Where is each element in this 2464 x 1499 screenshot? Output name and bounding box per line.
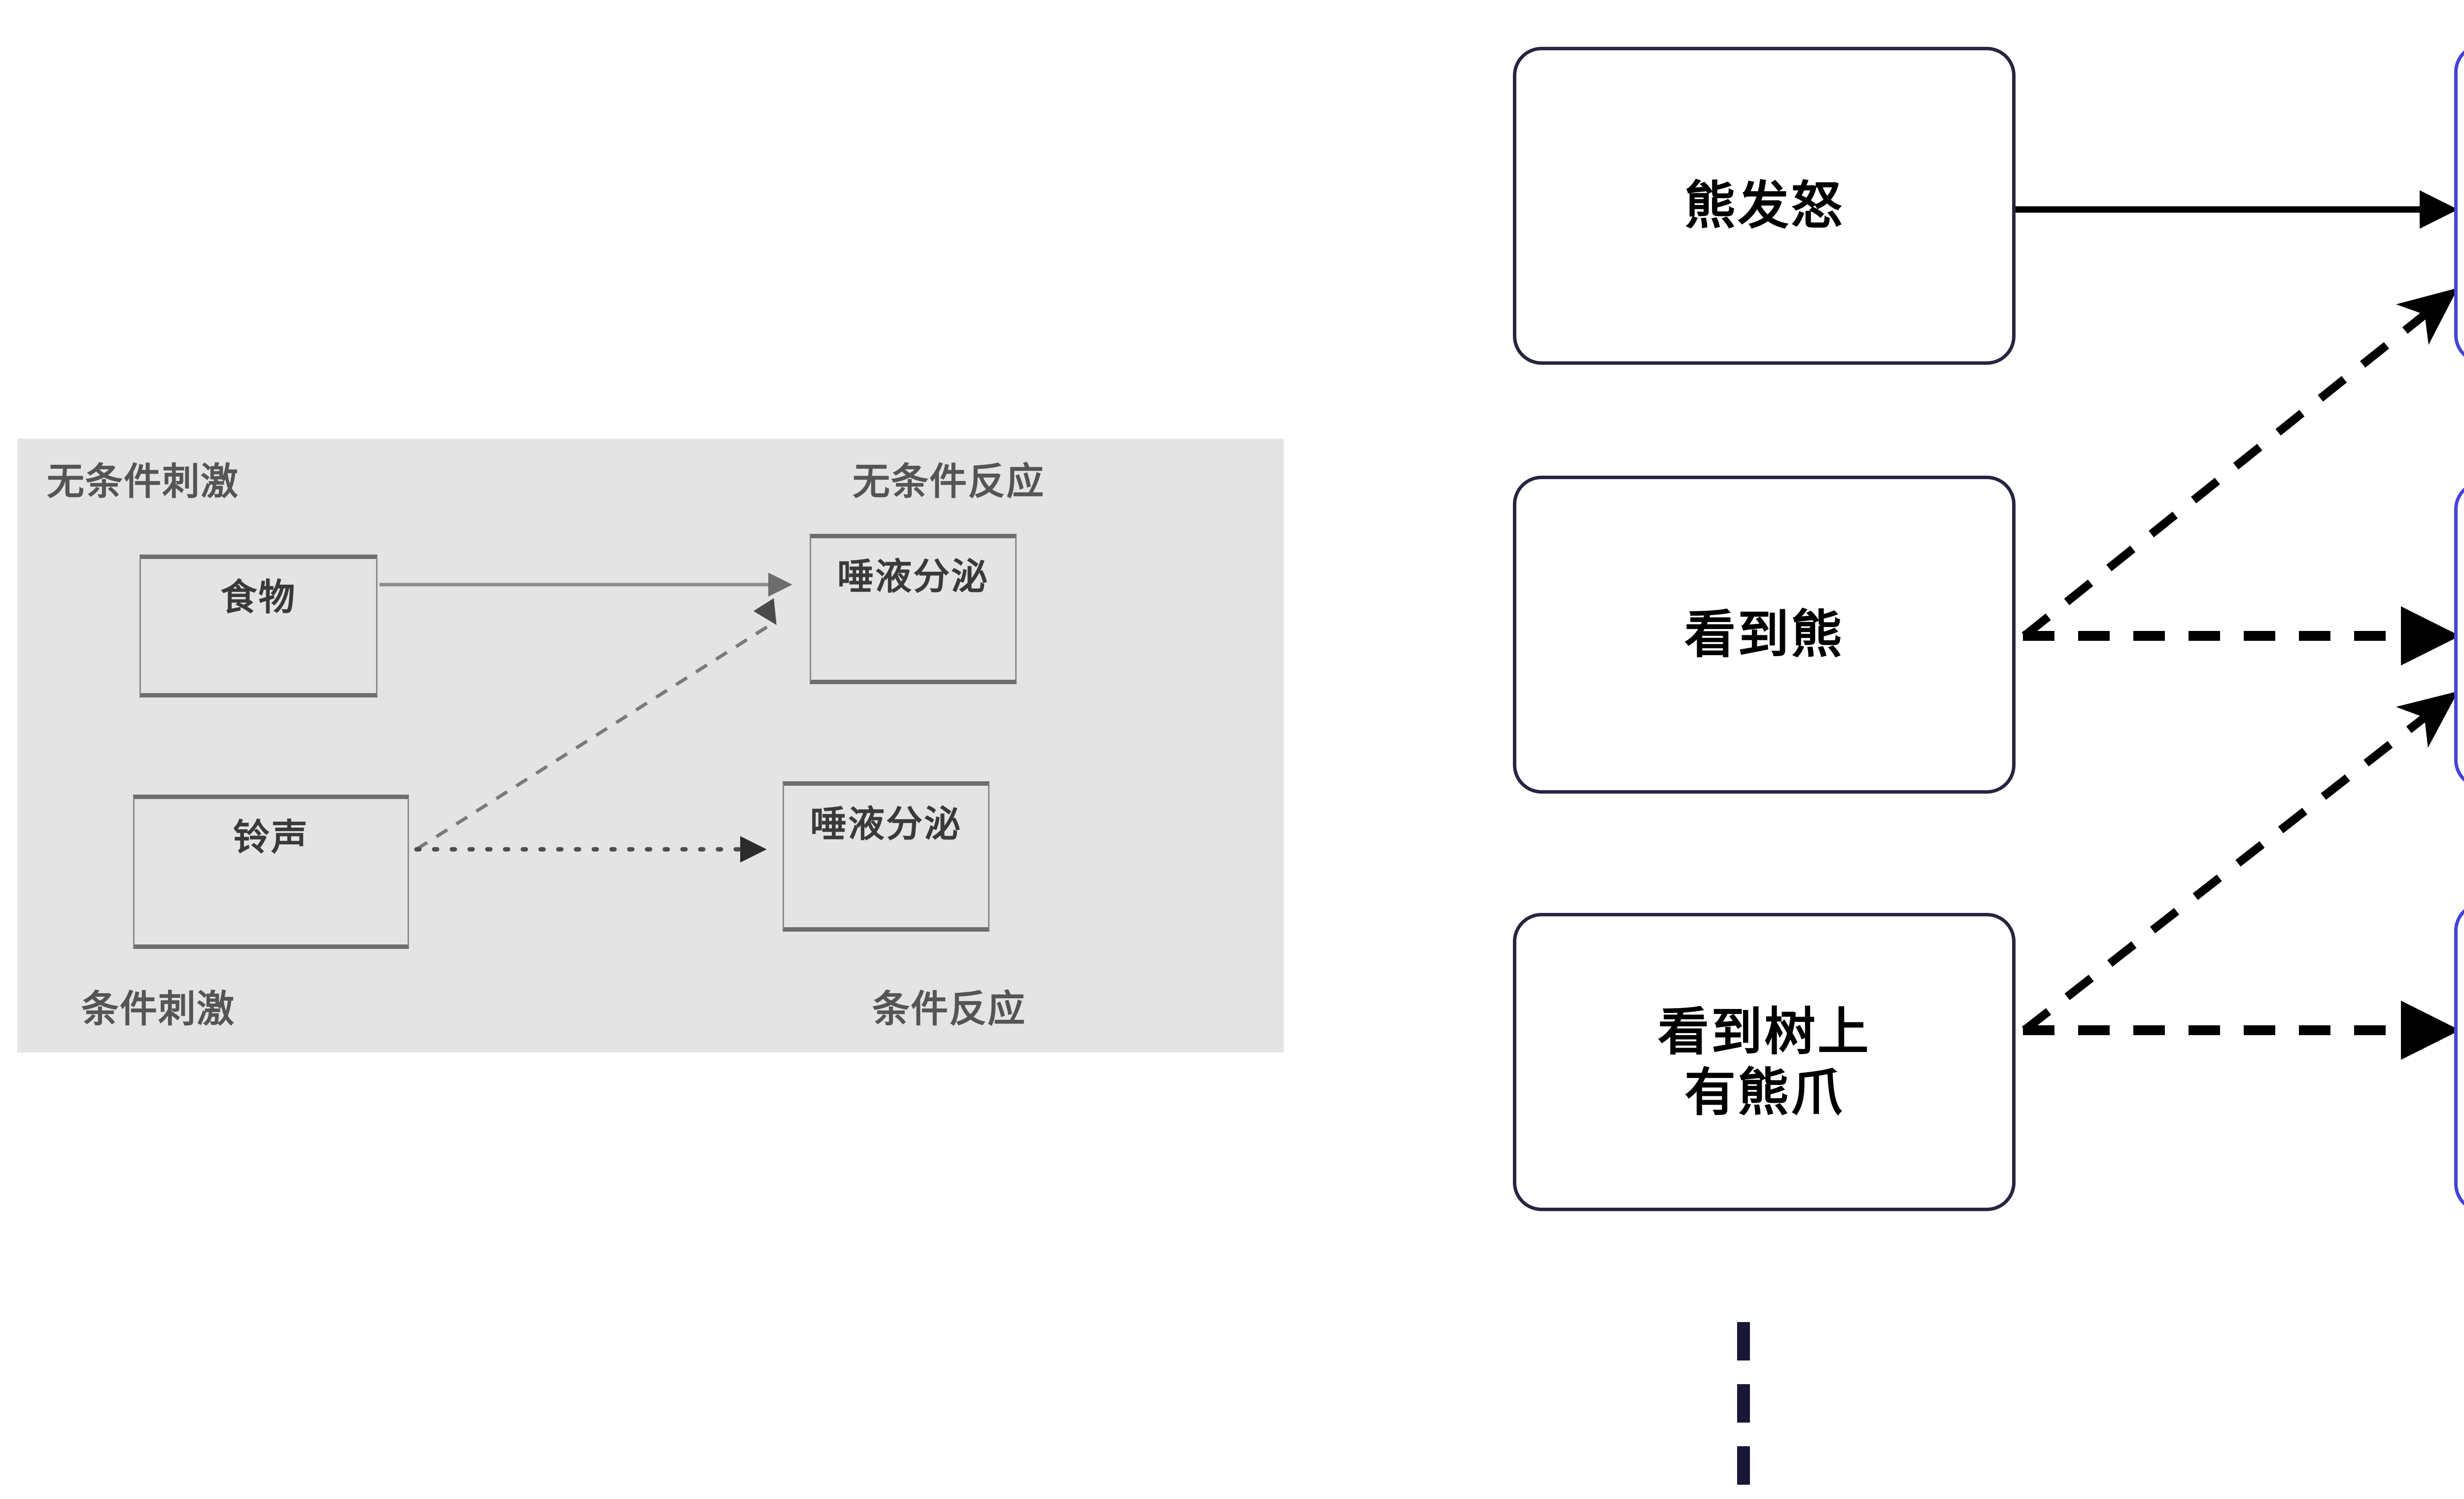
continuation-dot-left-2 bbox=[1737, 1384, 1750, 1423]
pavlov-box-food-label: 食物 bbox=[220, 576, 297, 619]
pavlov-label-unconditioned-stimulus: 无条件刺激 bbox=[47, 459, 239, 503]
rl-edge-see-paw-to-v-s-prime bbox=[2021, 691, 2459, 1034]
pavlov-label-conditioned-response: 条件反应 bbox=[872, 987, 1026, 1031]
pavlov-label-conditioned-stimulus: 条件刺激 bbox=[81, 987, 235, 1031]
pavlov-box-salivation-unconditioned: 唾液分泌 bbox=[810, 534, 1017, 684]
pavlov-conditioning-panel: 无条件刺激 无条件反应 条件刺激 条件反应 食物 铃声 唾液分泌 唾液分泌 bbox=[17, 439, 1284, 1052]
pavlov-box-salivation-conditioned-label: 唾液分泌 bbox=[810, 803, 962, 845]
pavlov-box-salivation-unconditioned-label: 唾液分泌 bbox=[837, 556, 989, 598]
rl-node-reward: 奖励 bbox=[2454, 43, 2464, 364]
rl-node-see-paw: 看到树上 有熊爪 bbox=[1513, 913, 2016, 1211]
pavlov-box-bell-label: 铃声 bbox=[233, 816, 309, 859]
continuation-dot-left-3 bbox=[1737, 1446, 1750, 1485]
rl-node-v-s: V(s) bbox=[2454, 902, 2464, 1213]
rl-node-see-paw-label: 看到树上 有熊爪 bbox=[1657, 1001, 1871, 1122]
rl-node-bear-angry: 熊发怒 bbox=[1513, 47, 2016, 365]
rl-edge-see-bear-to-reward bbox=[2021, 288, 2458, 639]
pavlov-box-food: 食物 bbox=[139, 555, 377, 697]
continuation-dot-left-1 bbox=[1737, 1322, 1750, 1360]
rl-node-see-bear-label: 看到熊 bbox=[1684, 604, 1844, 665]
pavlov-label-unconditioned-response: 无条件反应 bbox=[853, 459, 1045, 503]
pavlov-box-bell: 铃声 bbox=[133, 795, 409, 949]
rl-node-v-s-prime: V(s′) bbox=[2454, 481, 2464, 789]
rl-node-bear-angry-label: 熊发怒 bbox=[1684, 175, 1844, 236]
pavlov-box-salivation-conditioned: 唾液分泌 bbox=[783, 781, 990, 932]
rl-node-see-bear: 看到熊 bbox=[1513, 476, 2016, 794]
